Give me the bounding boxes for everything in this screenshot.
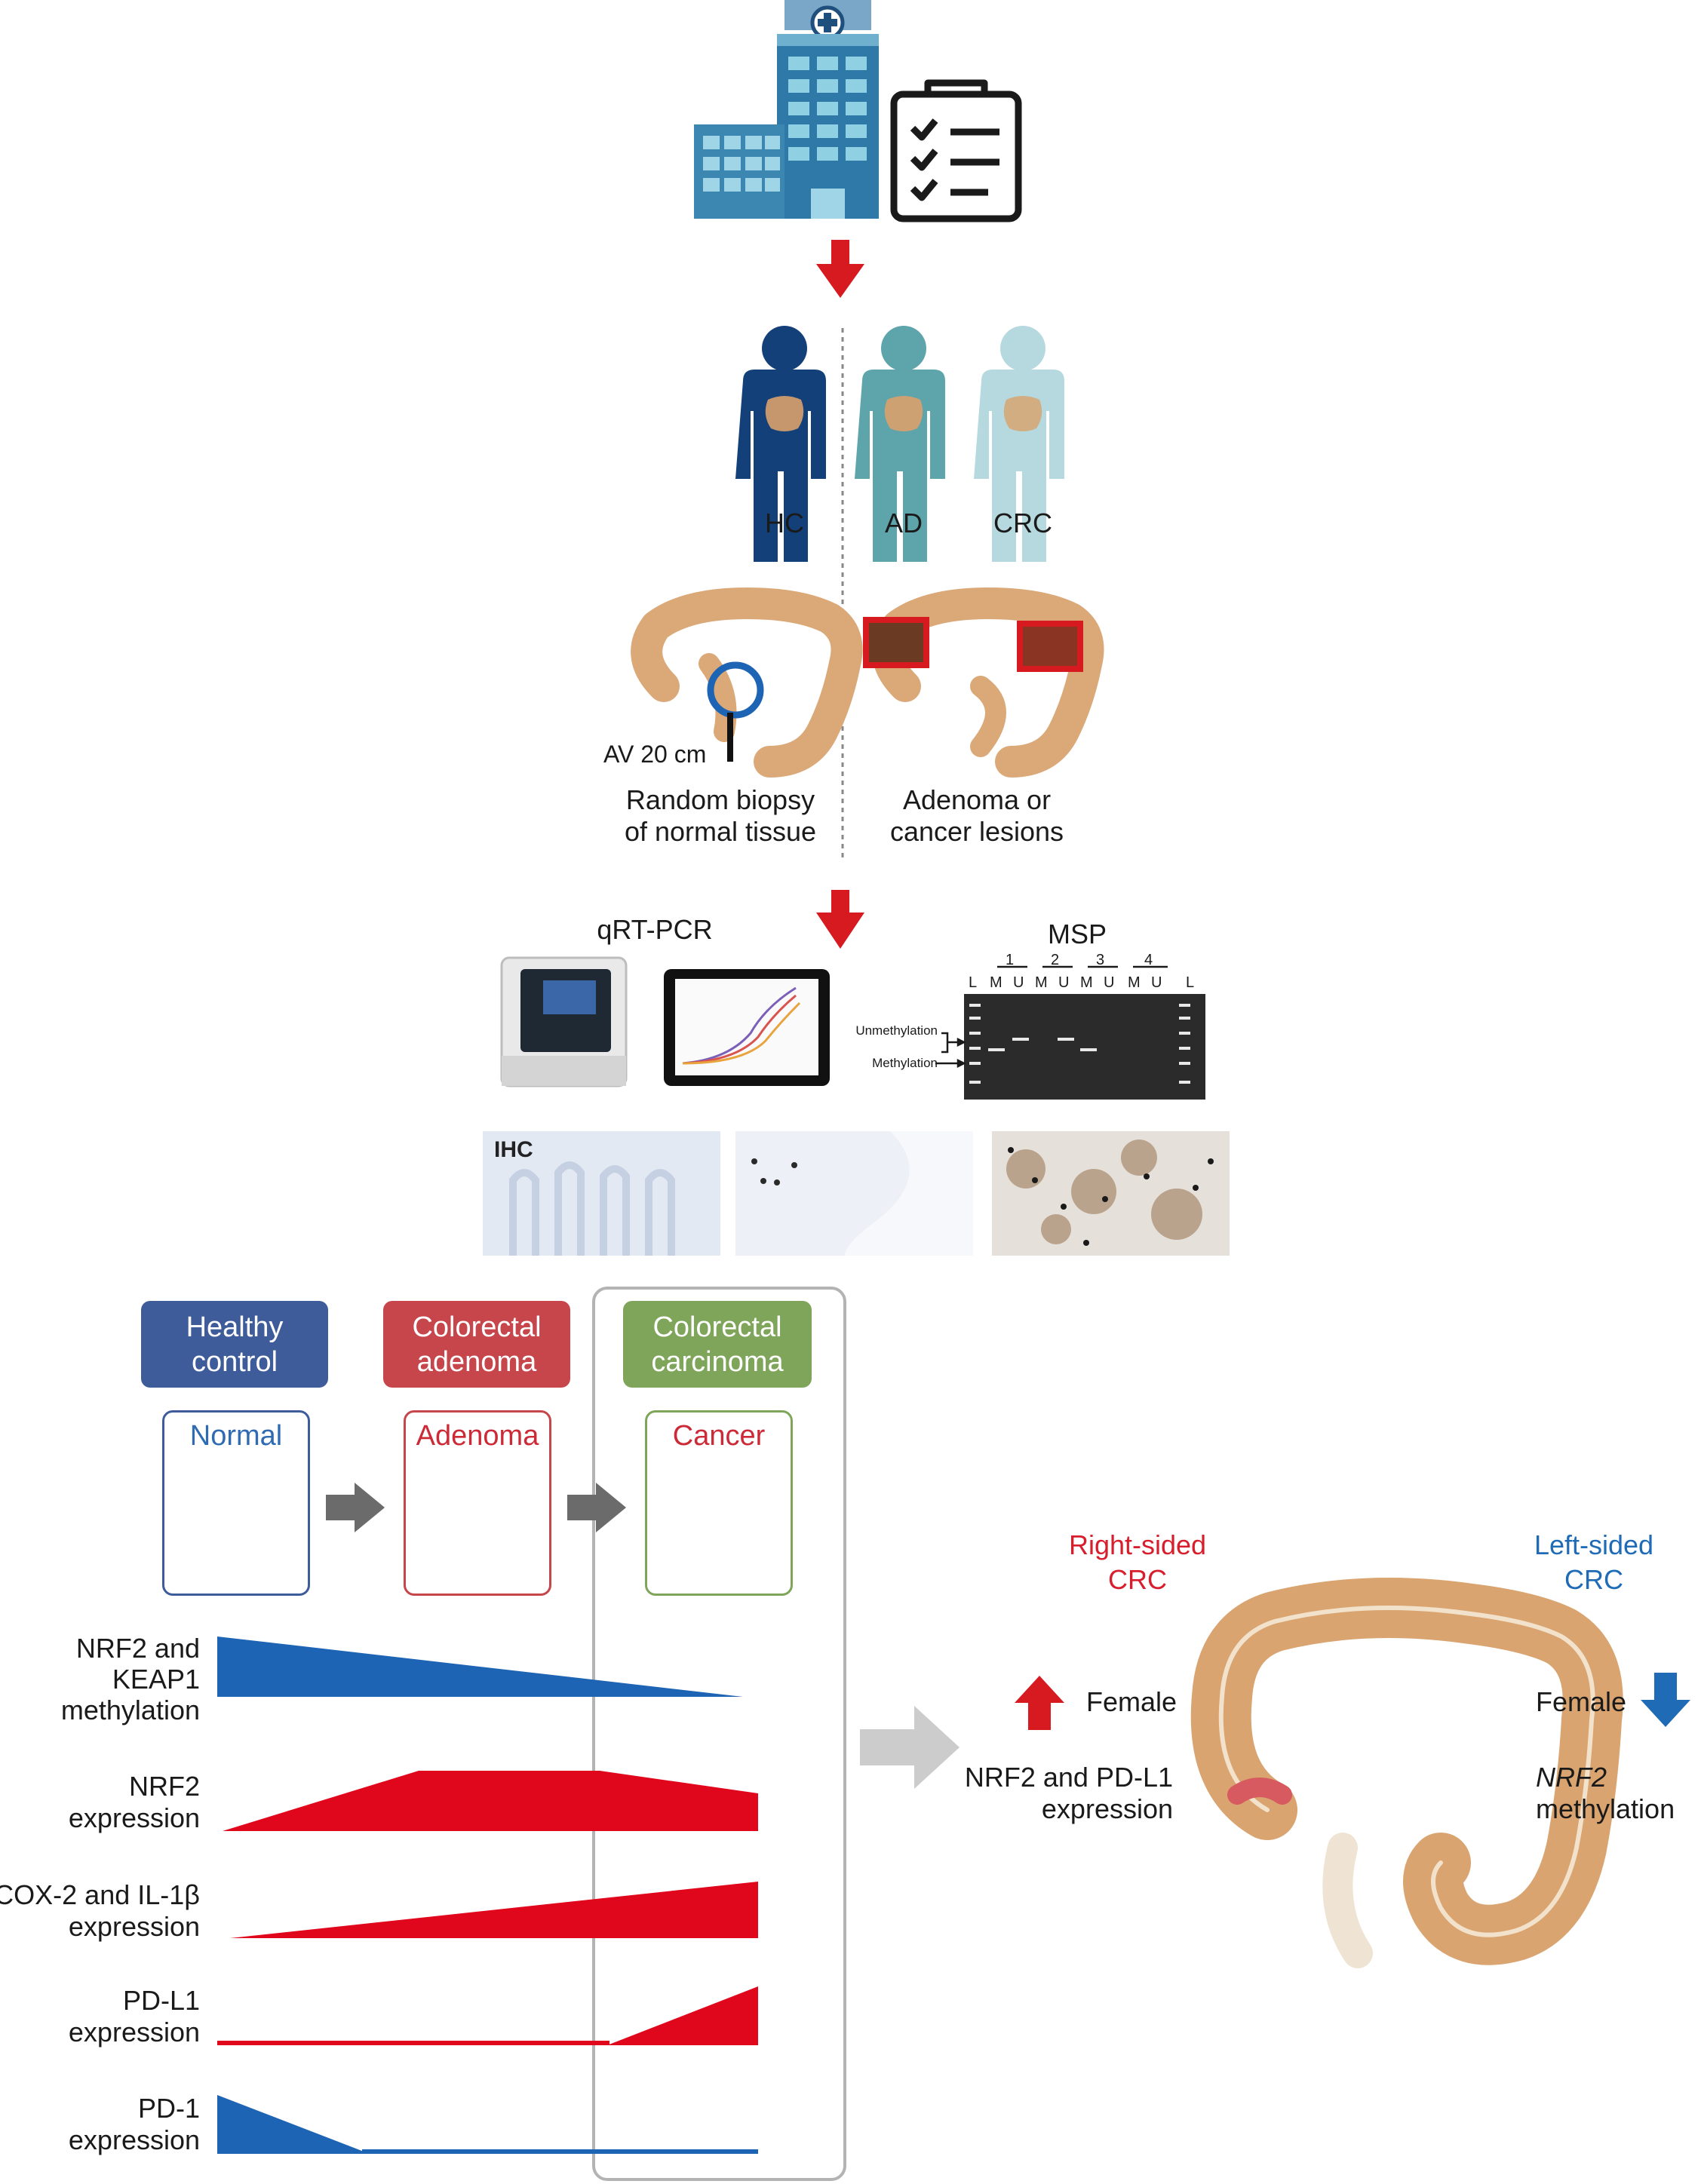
msp-label: MSP bbox=[1047, 919, 1107, 949]
msp-lane-U: U bbox=[1013, 974, 1024, 991]
msp-lane-group-1: 1 bbox=[1006, 952, 1015, 968]
msp-lane-group-4: 4 bbox=[1144, 952, 1153, 968]
pcr-monitor-icon bbox=[664, 969, 830, 1086]
msp-gel bbox=[935, 965, 1205, 1100]
msp-methylation-label: Methylation bbox=[872, 1056, 938, 1070]
msp-lane-U: U bbox=[1104, 974, 1115, 991]
pcr-machine-icon bbox=[500, 956, 628, 1087]
tissue-box-cancer: Cancer bbox=[645, 1410, 793, 1596]
msp-lane-M: M bbox=[1128, 974, 1141, 991]
progression-arrow-icon bbox=[567, 1483, 626, 1532]
trend-cox2-il1b-expression bbox=[230, 1882, 758, 1938]
lesion-photo-2 bbox=[1017, 621, 1083, 672]
down-arrow-icon bbox=[816, 890, 864, 949]
left-female-label: Female bbox=[1536, 1686, 1627, 1717]
right-female-label: Female bbox=[1086, 1686, 1177, 1717]
msp-lane-group-2: 2 bbox=[1051, 952, 1060, 968]
msp-lane-group-3: 3 bbox=[1096, 952, 1105, 968]
msp-lane-M: M bbox=[1035, 974, 1048, 991]
trend-nrf2-expression bbox=[223, 1771, 758, 1831]
msp-lane-M: M bbox=[1080, 974, 1093, 991]
group-label-crc: CRC bbox=[993, 508, 1052, 538]
colon-large-icon bbox=[1190, 1578, 1623, 1968]
lesion-photo-1 bbox=[863, 617, 929, 668]
msp-lane-L: L bbox=[969, 974, 978, 991]
down-arrow-icon bbox=[816, 240, 864, 298]
up-arrow-icon bbox=[1015, 1676, 1064, 1730]
sidedness-arrow-icon bbox=[860, 1706, 959, 1789]
msp-lane-U: U bbox=[1058, 974, 1070, 991]
trend-pdl1-expression bbox=[217, 1986, 758, 2045]
msp-lane-U: U bbox=[1151, 974, 1162, 991]
clipboard-icon bbox=[890, 79, 1022, 222]
qrtpcr-label: qRT-PCR bbox=[597, 914, 713, 945]
person-crc-icon bbox=[974, 326, 1064, 562]
ihc-label: IHC bbox=[494, 1137, 533, 1162]
biopsy-lesion-line2: cancer lesions bbox=[889, 816, 1064, 847]
trend-nrf2-keap1-methylation bbox=[217, 1636, 743, 1697]
biopsy-lesion-line1: Adenoma or bbox=[902, 784, 1052, 815]
tissue-box-adenoma: Adenoma bbox=[404, 1410, 551, 1596]
progression-arrow-icon bbox=[326, 1483, 385, 1532]
msp-lane-M: M bbox=[990, 974, 1002, 991]
person-ad-icon bbox=[855, 326, 945, 562]
hospital-icon bbox=[694, 0, 879, 219]
biopsy-normal-line1: Random biopsy bbox=[625, 784, 815, 815]
group-label-ad: AD bbox=[884, 508, 923, 538]
carcinoma-highlight-box bbox=[592, 1287, 846, 2181]
msp-lane-L: L bbox=[1186, 974, 1195, 991]
trend-pd1-expression bbox=[217, 2095, 758, 2154]
person-hc-icon bbox=[735, 326, 826, 562]
tissue-box-normal: Normal bbox=[162, 1410, 310, 1596]
group-label-hc: HC bbox=[765, 508, 804, 538]
av-distance-label: AV 20 cm bbox=[603, 741, 707, 768]
ihc-images bbox=[483, 1131, 1230, 1256]
biopsy-normal-line2: of normal tissue bbox=[624, 816, 817, 847]
biopsy-site-marker bbox=[707, 661, 764, 719]
msp-unmethylation-label: Unmethylation bbox=[855, 1023, 938, 1038]
colon-normal-icon bbox=[631, 587, 863, 778]
down-arrow-blue-icon bbox=[1641, 1673, 1690, 1727]
